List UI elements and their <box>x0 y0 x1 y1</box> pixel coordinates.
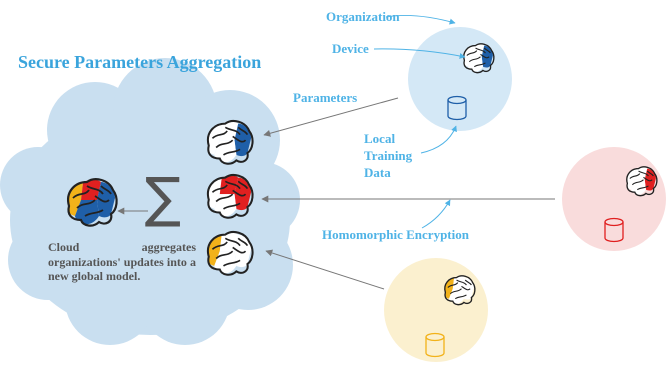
arrow-yellow-to-cloud <box>265 249 385 290</box>
arrow-organization-label <box>385 14 456 25</box>
arrow-local-data-label <box>420 125 457 154</box>
local-training-data-line: Local <box>364 131 396 146</box>
database-icon <box>425 332 445 358</box>
database-icon <box>604 217 624 243</box>
brain-icon <box>444 275 476 306</box>
cloud-description: Cloud aggregates organizations' updates … <box>48 240 196 283</box>
database-icon <box>447 95 467 121</box>
org-circle-blue <box>408 27 512 131</box>
arrow-device-label <box>373 48 466 59</box>
brain-icon <box>206 120 254 165</box>
local-training-data-label: Local Training Data <box>364 130 444 181</box>
org-circle-red <box>562 147 666 251</box>
brain-icon <box>626 166 658 197</box>
brain-icon <box>67 178 118 227</box>
brain-icon <box>206 174 254 219</box>
local-training-data-line: Data <box>364 165 391 180</box>
arrow-blue-to-cloud <box>263 97 399 137</box>
diagram-title: Secure Parameters Aggregation <box>18 52 262 72</box>
sum-icon: ∑ <box>145 166 181 229</box>
brain-icon <box>206 231 254 276</box>
homomorphic-encryption-label: Homomorphic Encryption <box>322 227 469 242</box>
organization-label: Organization <box>326 9 400 24</box>
parameters-label: Parameters <box>293 90 358 105</box>
local-training-data-line: Training <box>364 148 413 163</box>
brain-icon <box>463 43 495 74</box>
org-circle-yellow <box>384 258 488 362</box>
arrow-encryption-label <box>421 199 451 229</box>
device-label: Device <box>332 41 369 56</box>
